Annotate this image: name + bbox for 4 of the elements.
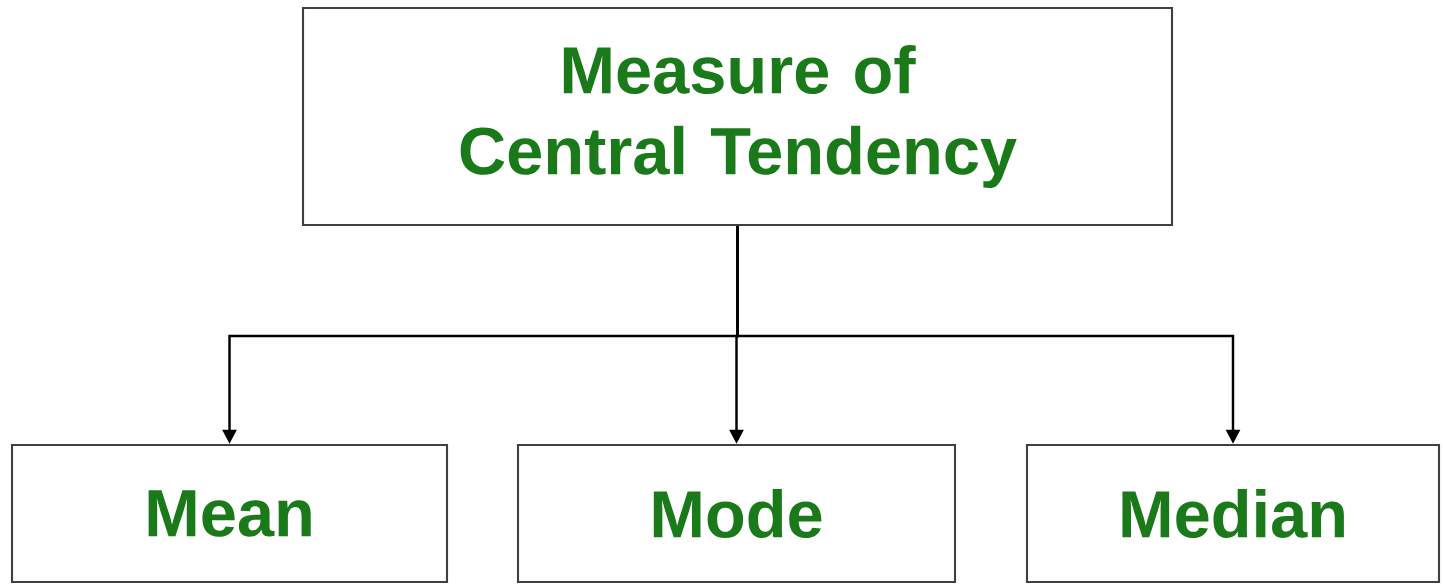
- process-box: Mode: [516, 443, 957, 584]
- process-box: Measure of Central Tendency: [301, 6, 1174, 227]
- process-box: Mean: [10, 443, 449, 584]
- process-box: Median: [1025, 443, 1441, 584]
